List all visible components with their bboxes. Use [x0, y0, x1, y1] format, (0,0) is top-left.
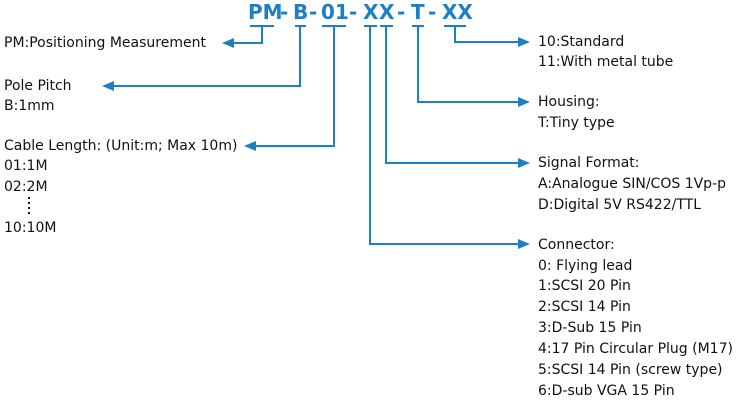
arrow-tube: [518, 37, 530, 47]
cable-length-item: 01:1M: [4, 158, 48, 174]
arrow-pm: [222, 38, 234, 48]
cable-length-title: Cable Length: (Unit:m; Max 10m): [4, 138, 238, 154]
housing-title: Housing:: [538, 94, 600, 110]
cable-length-item: 02:2M: [4, 179, 48, 195]
code-x-2: X: [379, 0, 395, 24]
line-signal: [385, 26, 520, 164]
code-01: 01: [321, 0, 349, 24]
positioning-measurement-label: PM:Positioning Measurement: [4, 35, 206, 51]
code-pm: PM: [248, 0, 283, 24]
connector-option: 3:D-Sub 15 Pin: [538, 320, 642, 336]
line-pm: [232, 26, 263, 44]
code-dash-3: -: [349, 0, 358, 24]
connector-option: 0: Flying lead: [538, 258, 633, 274]
code-b: B: [293, 0, 309, 24]
arrow-cable: [244, 141, 256, 151]
line-cable: [254, 26, 335, 147]
tube-option: 10:Standard: [538, 34, 625, 50]
arrow-signal: [518, 158, 530, 168]
code-dash-5: -: [428, 0, 437, 24]
cable-length-ellipsis: [28, 196, 30, 216]
code-xx: XX: [442, 0, 473, 24]
housing-option: T:Tiny type: [538, 115, 615, 131]
code-dash-4: -: [397, 0, 406, 24]
connector-option: 6:D-sub VGA 15 Pin: [538, 383, 675, 399]
signal-format-title: Signal Format:: [538, 155, 640, 171]
signal-format-option: A:Analogue SIN/COS 1Vp-p: [538, 176, 727, 192]
line-tube: [454, 26, 520, 43]
cable-length-item: 10:10M: [4, 220, 57, 236]
code-x-1: X: [363, 0, 379, 24]
code-dash-1: -: [280, 0, 289, 24]
connector-option: 4:17 Pin Circular Plug (M17): [538, 341, 733, 357]
arrow-connector: [518, 239, 530, 249]
tube-option: 11:With metal tube: [538, 54, 674, 70]
connector-option: 5:SCSI 14 Pin (screw type): [538, 362, 723, 378]
connector-option: 1:SCSI 20 Pin: [538, 278, 631, 294]
line-connector: [369, 26, 520, 245]
code-t: T: [411, 0, 425, 24]
line-pitch: [112, 26, 301, 87]
pole-pitch-value: B:1mm: [4, 98, 55, 114]
signal-format-option: D:Digital 5V RS422/TTL: [538, 197, 701, 213]
arrow-pitch: [102, 81, 114, 91]
arrow-housing: [518, 97, 530, 107]
line-housing: [417, 26, 520, 103]
connector-option: 2:SCSI 14 Pin: [538, 299, 631, 315]
connector-title: Connector:: [538, 237, 615, 253]
code-dash-2: -: [309, 0, 318, 24]
pole-pitch-title: Pole Pitch: [4, 78, 72, 94]
